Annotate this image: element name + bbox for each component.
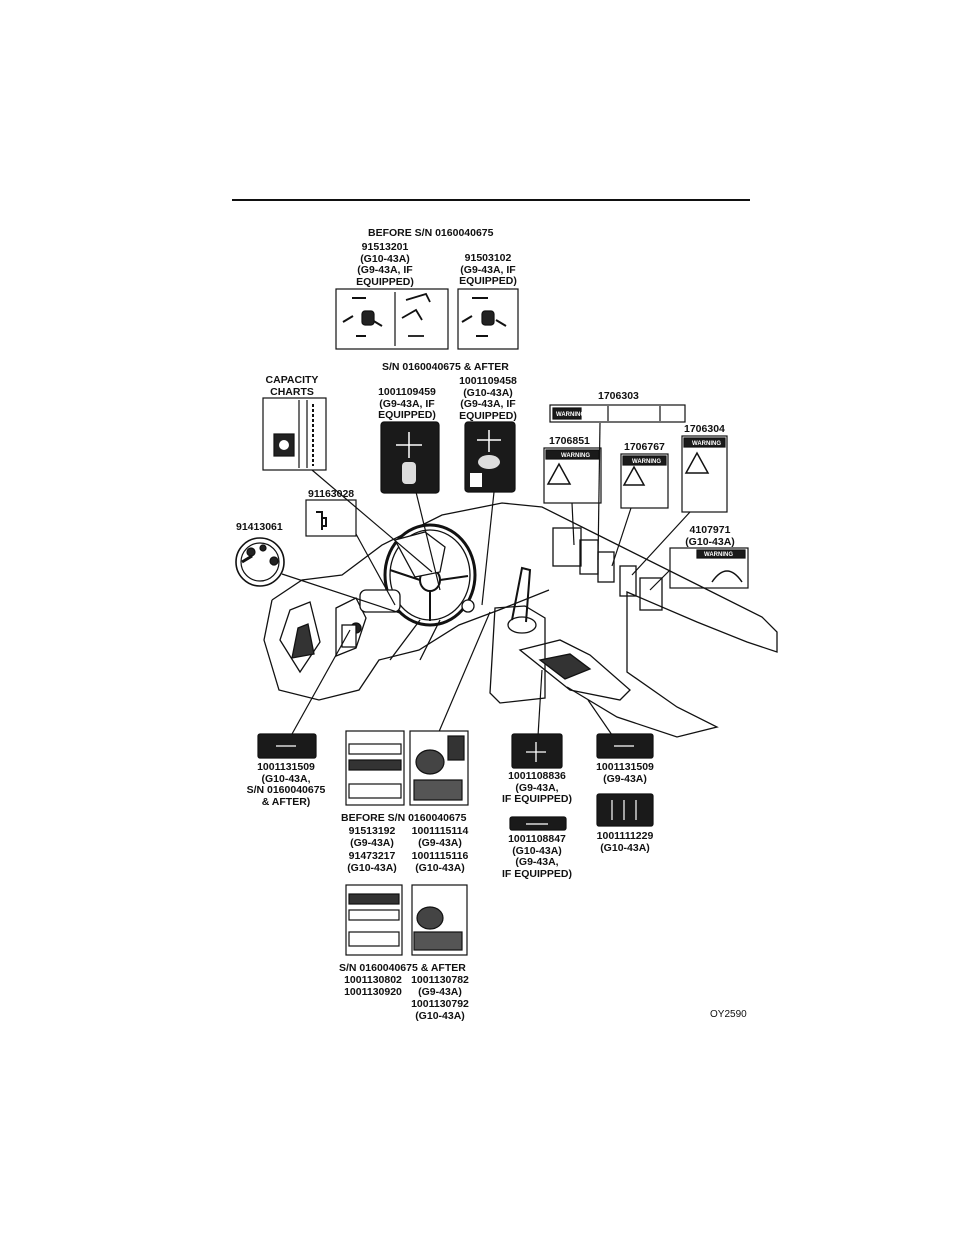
decal-1706303 — [549, 404, 686, 423]
label-1001108847: 1001108847(G10-43A)(G9-43A,IF EQUIPPED) — [501, 833, 572, 880]
label-before-sn-mid: BEFORE S/N 0160040675 — [341, 812, 467, 824]
label-91163028: 91163028 — [308, 488, 355, 500]
label-1706767: 1706767 — [624, 441, 665, 453]
label-1001111229: 1001111229(G10-43A) — [596, 830, 654, 854]
decal-91163028 — [305, 499, 357, 537]
label-1001131509-right: 1001131509(G9-43A) — [596, 761, 654, 785]
decal-91473217 — [345, 884, 403, 956]
label-1001130782: 1001130782(G9-43A) — [411, 974, 469, 998]
label-1001131509-left: 1001131509(G10-43A,S/N 0160040675& AFTER… — [246, 761, 326, 808]
decal-1001131509-right — [596, 733, 654, 759]
decal-1706851-warning: WARNING — [561, 453, 590, 459]
cab-dashboard — [263, 502, 778, 738]
decal-4107971-warning: WARNING — [704, 552, 733, 558]
label-1001108836: 1001108836(G9-43A,IF EQUIPPED) — [501, 770, 572, 805]
label-before-sn-top: BEFORE S/N 0160040675 — [368, 227, 494, 239]
decal-1001109459 — [380, 421, 440, 494]
capacity-chart-decal — [262, 397, 327, 471]
label-1706304: 1706304 — [684, 423, 725, 435]
decal-4107971 — [669, 547, 749, 589]
label-1001115114: 1001115114(G9-43A) — [411, 825, 469, 849]
decal-1706304-warning: WARNING — [692, 441, 721, 447]
decal-1001108836 — [511, 733, 563, 769]
decal-1001115114 — [409, 730, 469, 806]
label-1706851: 1706851 — [549, 435, 590, 447]
decal-91513201 — [335, 288, 449, 350]
decal-91413061 — [235, 537, 285, 587]
label-1706303: 1706303 — [598, 390, 639, 402]
decal-1001108847 — [509, 816, 567, 831]
figure-code: OY2590 — [710, 1009, 747, 1020]
leader-lines — [281, 422, 691, 737]
label-91473217: 91473217(G10-43A) — [347, 850, 397, 874]
label-sn-after-bottom: S/N 0160040675 & AFTER — [339, 962, 466, 974]
label-1001115116: 1001115116(G10-43A) — [411, 850, 469, 874]
decal-1706304 — [681, 435, 728, 513]
top-rule — [232, 199, 750, 201]
decal-1001109458 — [464, 421, 516, 493]
decal-1706303-warning: WARNING — [556, 412, 585, 418]
decal-1001130782 — [411, 884, 468, 956]
decal-1706767-warning: WARNING — [632, 459, 661, 465]
decal-91513192 — [345, 730, 405, 806]
decal-91503102 — [457, 288, 519, 350]
label-1001130792: 1001130792(G10-43A) — [411, 998, 469, 1022]
decal-1706851 — [543, 447, 602, 504]
decal-1706767 — [620, 453, 669, 509]
decal-1001111229 — [596, 793, 654, 827]
label-4107971: 4107971(G10-43A) — [685, 524, 735, 548]
label-91413061: 91413061 — [236, 521, 283, 533]
label-91513192: 91513192(G9-43A) — [348, 825, 396, 849]
decal-1001131509-left — [257, 733, 317, 759]
label-sn-after-top: S/N 0160040675 & AFTER — [382, 361, 509, 373]
